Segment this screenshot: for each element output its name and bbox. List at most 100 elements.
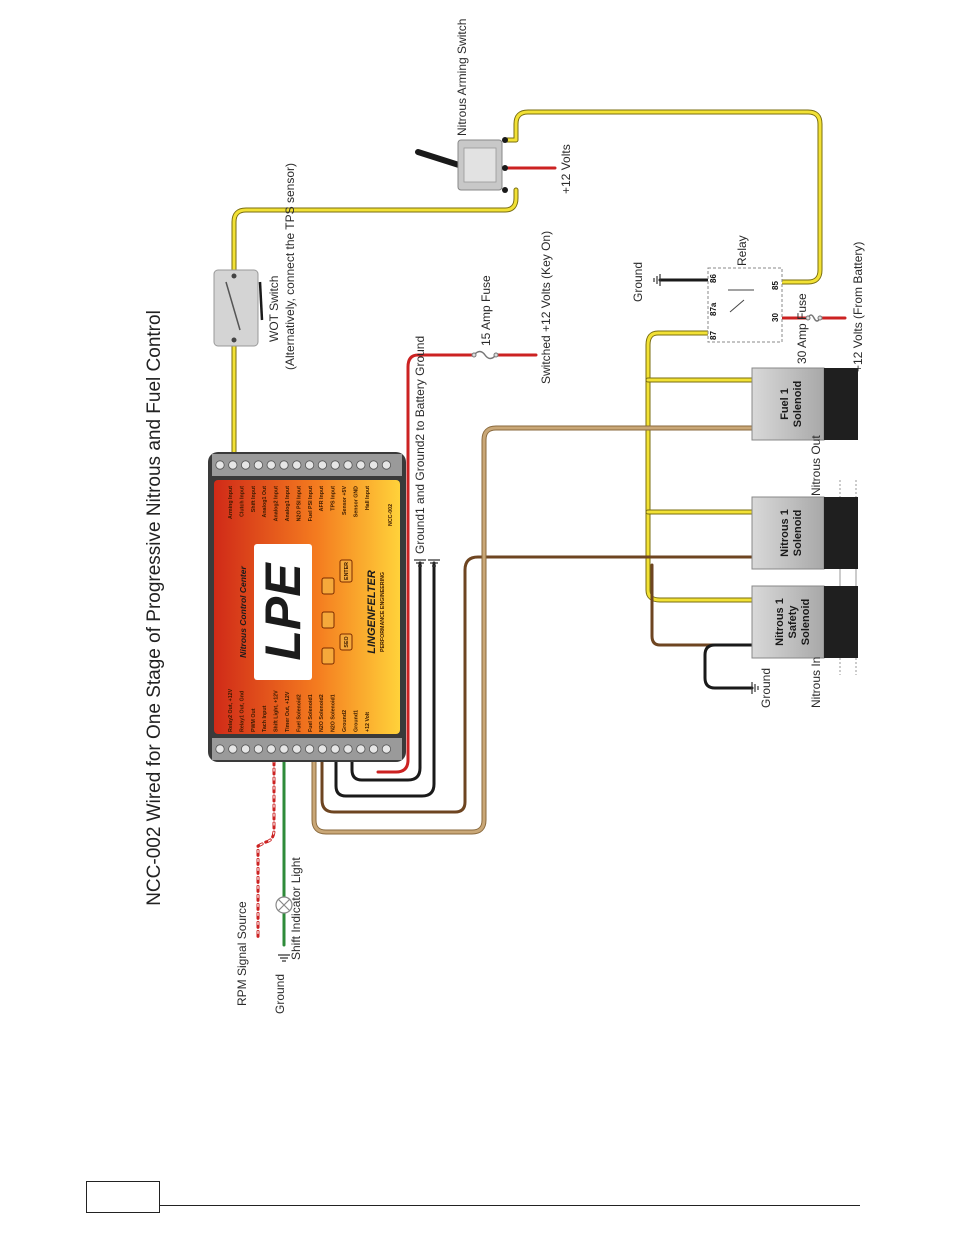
- terminal-screw: [368, 460, 379, 470]
- label-arming-switch: Nitrous Arming Switch: [455, 19, 469, 136]
- controller-pin-label: Ground2: [342, 710, 348, 732]
- label-ground-note: Ground1 and Ground2 to Battery Ground: [413, 336, 427, 554]
- label-shift-light: Shift Indicator Light: [289, 857, 303, 960]
- ground-icon: [278, 954, 290, 962]
- terminal-screw: [304, 460, 315, 470]
- wot-switch: [213, 269, 264, 347]
- terminal-screw: [381, 744, 391, 754]
- controller-pin-label: AFR Input: [319, 486, 325, 512]
- nitrous-line: [839, 569, 857, 586]
- yellow-wire-solenoid-power: [645, 330, 755, 603]
- solenoid-fuel-1: Fuel 1 Solenoid: [751, 367, 858, 441]
- controller-pin-label: +12 Volt: [365, 712, 371, 732]
- solenoid-nitrous-safety: Nitrous 1 Safety Solenoid: [751, 585, 858, 659]
- terminal-screw: [292, 744, 302, 754]
- ground1-wire: [350, 561, 422, 782]
- label-rpm-signal-l1: RPM Signal Source: [235, 901, 249, 1006]
- wires: [231, 109, 847, 947]
- terminal-block-bottom: [215, 744, 391, 754]
- label-ground-left: Ground: [273, 974, 287, 1014]
- terminal-screw: [330, 744, 340, 754]
- label-wot-switch: WOT Switch: [267, 276, 281, 342]
- controller-pin-label: Fuel Solenoid2: [296, 694, 302, 732]
- controller-pin-label: Shift Light, +12V: [274, 690, 280, 732]
- controller-pin-label: Hall Input: [365, 486, 371, 510]
- diagram-title: NCC-002 Wired for One Stage of Progressi…: [144, 310, 165, 906]
- terminal-screw: [279, 460, 289, 470]
- controller-pin-label: Tach Input: [262, 705, 268, 732]
- label-fuse30: 30 Amp Fuse: [795, 293, 809, 364]
- relay-pin-87: 87: [709, 331, 718, 340]
- ground-icon: [751, 682, 759, 694]
- label-rpm-signal: RPM Signal Source: [235, 901, 249, 1006]
- terminal-screw: [228, 460, 238, 470]
- relay-pin-85: 85: [771, 281, 780, 290]
- controller-pin-label: Fuel PSI Input: [308, 486, 314, 522]
- terminal-screw: [317, 744, 327, 754]
- page-number-box: [86, 1181, 160, 1213]
- nitrous-control-center: LPE Nitrous Control Center SEO ENTER LIN…: [208, 452, 406, 762]
- button-seo-label: SEO: [344, 636, 350, 647]
- controller-pin-label: Relay2 Out, +12V: [228, 688, 234, 732]
- solenoid-nitrous-1-line1: Nitrous 1: [779, 509, 791, 557]
- terminal-screw: [241, 460, 251, 470]
- yellow-wire-arming: [231, 109, 823, 458]
- solenoid-fuel-1-line2: Solenoid: [792, 381, 804, 427]
- terminal-screw: [292, 460, 302, 470]
- controller-pin-label: Fuel Solenoid1: [308, 694, 314, 732]
- controller-pin-label: Arming Input: [228, 486, 234, 519]
- label-fuse15: 15 Amp Fuse: [479, 275, 493, 346]
- label-nitrous-in: Nitrous In: [809, 657, 823, 708]
- solenoid-safety-line1: Nitrous 1: [774, 598, 786, 646]
- safety-ground-wire: [703, 643, 754, 690]
- fuse-15a-icon: [471, 350, 499, 360]
- nitrous-out-line: [839, 480, 857, 497]
- controller-button-enter[interactable]: [339, 559, 353, 583]
- controller-pin-label: Sensor GND: [353, 486, 359, 517]
- controller-pin-label: TPS Input: [331, 486, 337, 511]
- product-name: Nitrous Control Center: [238, 566, 248, 658]
- relay-pin-30: 30: [771, 313, 780, 322]
- controller-pin-label: Timer Out, +12V: [285, 691, 291, 732]
- controller-button[interactable]: [321, 611, 335, 629]
- terminal-screw: [279, 744, 289, 754]
- controller-pin-label: Analog1 Input: [285, 486, 291, 522]
- shift-light-bulb-icon: [275, 896, 293, 914]
- solenoid-nitrous-1-line2: Solenoid: [792, 510, 804, 556]
- label-battery12: +12 Volts (From Battery): [851, 242, 865, 372]
- button-enter-label: ENTER: [344, 562, 350, 580]
- terminal-screw: [356, 744, 366, 754]
- controller-button[interactable]: [321, 577, 335, 595]
- controller-pin-label: Clutch Input: [239, 486, 245, 517]
- label-switched12: Switched +12 Volts (Key On): [539, 231, 553, 384]
- ground-icon: [653, 274, 661, 286]
- controller-pin-label: Ground1: [353, 710, 359, 732]
- terminal-screw: [381, 460, 391, 470]
- controller-button-seo[interactable]: [339, 633, 353, 651]
- ground2-wire: [334, 561, 436, 798]
- controller-pin-label: N2O Solenoid2: [319, 694, 325, 732]
- lpe-logo: LPE: [255, 562, 311, 661]
- label-relay: Relay: [735, 235, 749, 266]
- terminal-screw: [343, 460, 353, 470]
- terminal-screw: [330, 460, 340, 470]
- terminal-screw: [253, 744, 263, 754]
- controller-button[interactable]: [321, 647, 335, 665]
- controller-buttons: SEO ENTER: [321, 559, 353, 665]
- maker-logo: LINGENFELTER: [366, 570, 378, 654]
- relay-pin-86: 86: [709, 274, 718, 283]
- ground-symbols: [278, 274, 759, 962]
- controller-pin-label: PWM Out: [251, 708, 257, 732]
- label-plus12: +12 Volts: [559, 144, 573, 194]
- terminal-block-top: [215, 460, 391, 470]
- relay-pin-87a: 87a: [709, 302, 718, 316]
- fuse-30a-icon: [805, 314, 823, 322]
- label-solenoid-ground: Ground: [759, 668, 773, 708]
- nitrous-in-line: [839, 658, 857, 675]
- solenoid-safety-line3: Solenoid: [800, 599, 812, 645]
- ground-icon: [428, 559, 440, 567]
- terminal-screw: [356, 460, 366, 470]
- red-wire-switched-12v: [376, 353, 538, 774]
- controller-pin-label: N2O Solenoid1: [331, 694, 337, 732]
- controller-pin-label: Shift Input: [251, 486, 257, 512]
